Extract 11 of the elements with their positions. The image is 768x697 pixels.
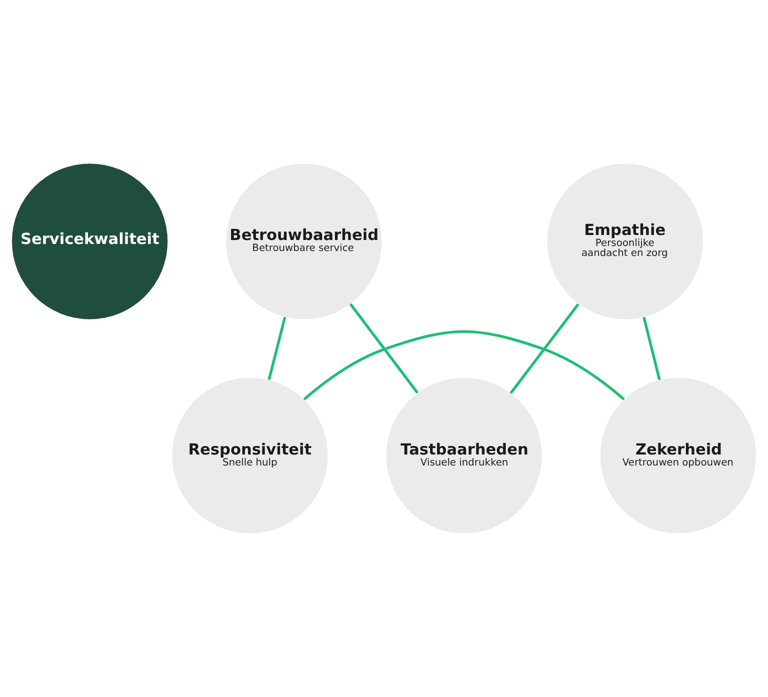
connector xyxy=(642,316,661,380)
connector xyxy=(303,330,625,400)
node-circle: Tastbaarheden Visuele indrukken xyxy=(386,378,542,534)
node-circle: Betrouwbaarheid Betrouwbare service xyxy=(226,164,382,320)
connector xyxy=(268,316,286,380)
node-circle: Empathie Persoonlijke aandacht en zorg xyxy=(547,164,703,320)
node-circle: Responsiviteit Snelle hulp xyxy=(172,378,328,534)
connector xyxy=(349,303,418,394)
connector xyxy=(510,303,580,394)
node-circle: Servicekwaliteit xyxy=(12,164,168,320)
node-circle: Zekerheid Vertrouwen opbouwen xyxy=(600,378,756,534)
